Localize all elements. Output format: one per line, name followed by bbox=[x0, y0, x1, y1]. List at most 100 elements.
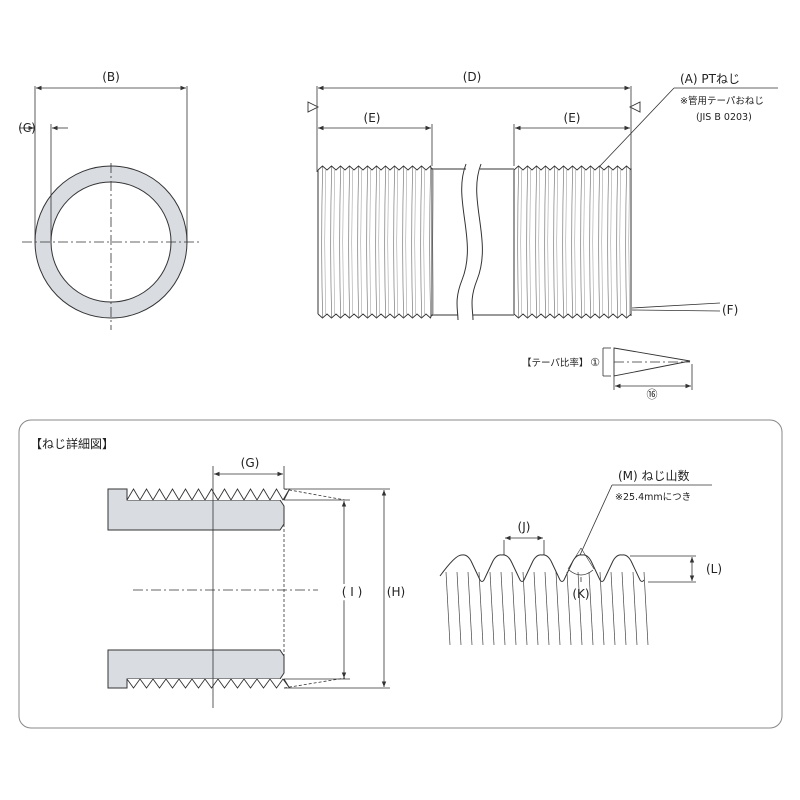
pipe-thread-teeth-top bbox=[126, 488, 290, 501]
thread-crest-top bbox=[317, 165, 433, 171]
thread-flank-line bbox=[351, 169, 353, 315]
label-i: ( I ) bbox=[342, 585, 363, 599]
thread-root-line bbox=[384, 166, 386, 318]
label-g: (G) bbox=[241, 456, 260, 470]
thread-flank-line bbox=[432, 169, 434, 315]
thread-root-line bbox=[411, 166, 413, 318]
leader-a bbox=[599, 87, 675, 167]
thread-profile: (J) (L) (K) (M) ねじ山数 ※25.4mmにつき bbox=[439, 468, 722, 646]
profile-hatch-line bbox=[456, 571, 462, 646]
label-f: (F) bbox=[722, 303, 738, 317]
thread-flank-line bbox=[592, 169, 594, 315]
taper-ratio-num: ① bbox=[590, 356, 600, 369]
thread-root-line bbox=[402, 166, 404, 318]
taper-mark-left bbox=[307, 101, 320, 113]
thread-root-line bbox=[357, 166, 359, 318]
label-m: (M) ねじ山数 bbox=[618, 468, 690, 483]
profile-hatch-line bbox=[610, 571, 616, 646]
label-m-note: ※25.4mmにつき bbox=[615, 492, 691, 503]
thread-root-line bbox=[598, 166, 600, 318]
thread-flank-line bbox=[333, 169, 335, 315]
thread-flank-line bbox=[619, 169, 621, 315]
label-e-right: (E) bbox=[564, 111, 581, 125]
profile-hatch-line bbox=[621, 571, 627, 646]
thread-left bbox=[317, 165, 434, 319]
thread-flank-line bbox=[601, 169, 603, 315]
thread-flank-line bbox=[583, 169, 585, 315]
label-c: (C) bbox=[18, 121, 36, 135]
label-h: (H) bbox=[387, 585, 405, 599]
thread-flank-line bbox=[529, 169, 531, 315]
thread-root-line bbox=[553, 166, 555, 318]
thread-flank-line bbox=[324, 169, 326, 315]
profile-hatch-line bbox=[500, 571, 506, 646]
thread-root-line bbox=[535, 166, 537, 318]
thread-flank-line bbox=[520, 169, 522, 315]
label-a: (A) PTねじ bbox=[680, 72, 740, 86]
thread-flank-line bbox=[369, 169, 371, 315]
thread-profile-line bbox=[439, 554, 645, 582]
thread-root-line bbox=[321, 166, 323, 318]
thread-tooth-row bbox=[126, 488, 290, 501]
thread-root-line bbox=[544, 166, 546, 318]
thread-flank-line bbox=[342, 169, 344, 315]
thread-crest-bottom bbox=[317, 313, 433, 319]
thread-root-line bbox=[375, 166, 377, 318]
thread-root-line bbox=[348, 166, 350, 318]
taper-ratio-den: ⑯ bbox=[647, 388, 658, 401]
profile-hatch-line bbox=[478, 571, 484, 646]
profile-hatch-line bbox=[445, 571, 451, 646]
thread-right bbox=[513, 165, 632, 319]
thread-root-line bbox=[625, 166, 627, 318]
thread-root-line bbox=[330, 166, 332, 318]
label-b: (B) bbox=[102, 70, 120, 84]
thread-flank-line bbox=[423, 169, 425, 315]
thread-root-line bbox=[580, 166, 582, 318]
taper-ratio-label: 【テーパ比率】 bbox=[522, 357, 588, 369]
detail-pipe-section: (G) ( I ) (H) bbox=[107, 456, 408, 708]
label-a-note1: ※管用テーパおねじ bbox=[680, 95, 764, 107]
pipe-wall-top bbox=[107, 488, 285, 531]
thread-root-line bbox=[339, 166, 341, 318]
profile-hatch-line bbox=[632, 571, 638, 646]
thread-crest-bottom bbox=[513, 313, 632, 319]
profile-hatch-line bbox=[522, 571, 528, 646]
taper-mark-right bbox=[628, 101, 641, 113]
thread-root-line bbox=[571, 166, 573, 318]
thread-flank-line bbox=[414, 169, 416, 315]
thread-crest-top bbox=[513, 165, 632, 171]
thread-root-line bbox=[366, 166, 368, 318]
dim-k-arc bbox=[568, 569, 594, 576]
profile-hatch-line bbox=[467, 571, 473, 646]
thread-root-line bbox=[589, 166, 591, 318]
thread-flank-line bbox=[538, 169, 540, 315]
k-flank-guide bbox=[567, 547, 582, 570]
profile-hatch-line bbox=[566, 571, 572, 646]
thread-root-line bbox=[526, 166, 528, 318]
thread-root-line bbox=[517, 166, 519, 318]
thread-flank-line bbox=[378, 169, 380, 315]
label-l: (L) bbox=[706, 562, 722, 576]
cross-section-view: (B) (C) bbox=[18, 70, 200, 330]
thread-flank-line bbox=[360, 169, 362, 315]
thread-flank-line bbox=[574, 169, 576, 315]
label-d: (D) bbox=[463, 70, 482, 84]
label-k: (K) bbox=[572, 587, 589, 601]
profile-hatch-line bbox=[511, 571, 517, 646]
taper-line-f-2 bbox=[631, 309, 721, 312]
profile-hatch-line bbox=[533, 571, 539, 646]
leader-m bbox=[579, 484, 613, 556]
thread-tooth-row bbox=[126, 678, 290, 689]
label-j: (J) bbox=[518, 520, 531, 534]
thread-flank-line bbox=[628, 169, 630, 315]
profile-hatch-line bbox=[588, 571, 594, 646]
thread-root-line bbox=[393, 166, 395, 318]
profile-hatch-line bbox=[577, 571, 583, 646]
pipe-thread-teeth-bottom bbox=[126, 678, 290, 689]
profile-hatch-line bbox=[489, 571, 495, 646]
thread-flank-line bbox=[405, 169, 407, 315]
taper-line-f-1 bbox=[631, 302, 721, 309]
thread-flank-line bbox=[565, 169, 567, 315]
side-view: (D) (E) (E) (A) PTねじ ※管用テーパおねじ (JIS B 02… bbox=[307, 70, 778, 401]
